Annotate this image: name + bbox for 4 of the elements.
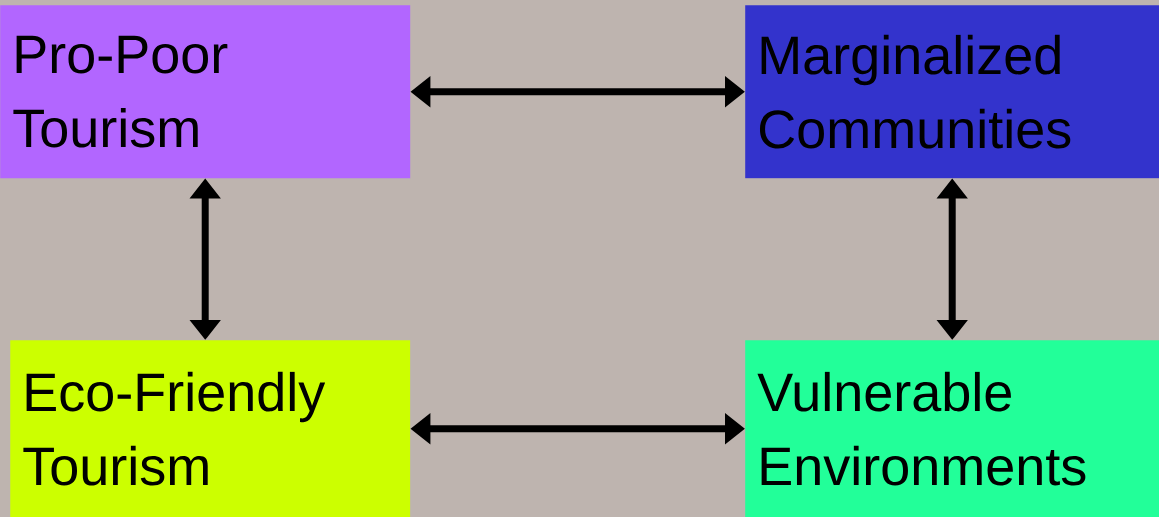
concept-box: Vulnerable Environments xyxy=(745,340,1159,517)
concept-box: Pro-Poor Tourism xyxy=(0,5,411,179)
concept-box: Eco-Friendly Tourism xyxy=(10,340,411,517)
concept-box: Marginalized Communities xyxy=(745,5,1159,179)
